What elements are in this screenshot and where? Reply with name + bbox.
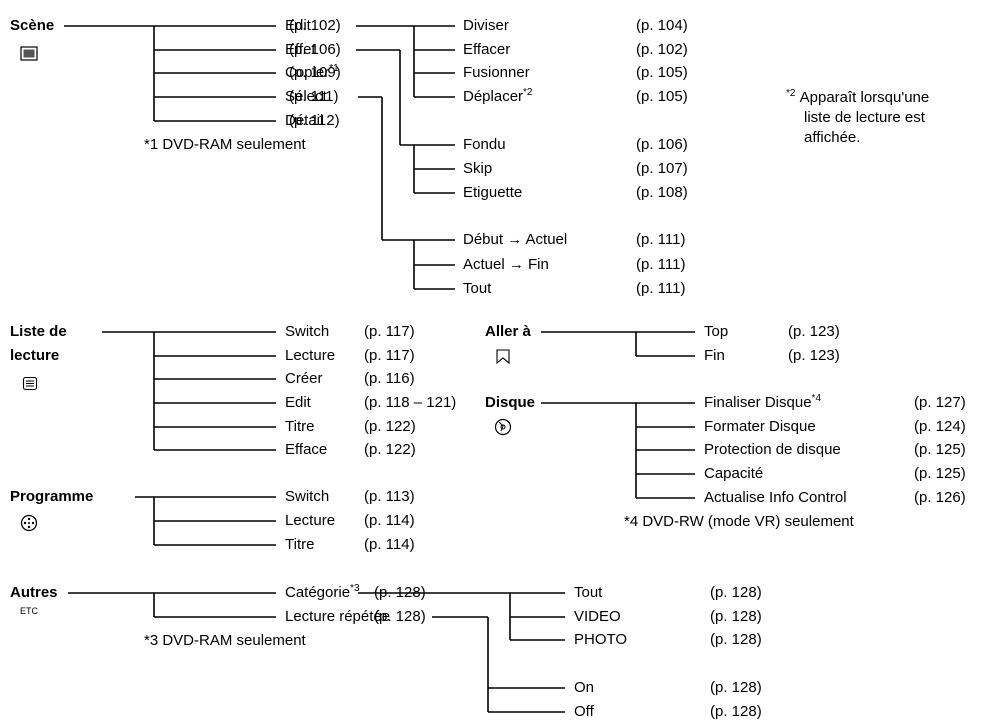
page-ref-detail: (p. 112): [289, 112, 340, 129]
scene-screen-icon: [20, 46, 38, 61]
menu-item-edit: Edit: [285, 394, 311, 411]
programme-icon: [20, 514, 38, 532]
menu-item-video: VIDEO: [574, 608, 621, 625]
menu-item-edit: Edit: [285, 17, 311, 34]
page-ref: (p. 127): [914, 394, 966, 411]
menu-item-lecture-repetee: Lecture répétée: [285, 608, 391, 625]
page-ref-etiguette: (p. 108): [636, 184, 688, 201]
page-ref: (p. 128): [710, 584, 762, 601]
menu-item-off: Off: [574, 703, 594, 720]
programme-title: Programme: [10, 488, 94, 505]
liste-title-line1: Liste de: [10, 323, 67, 340]
menu-item-effet: Effet: [285, 41, 316, 58]
page-ref-diviser: (p. 104): [636, 17, 688, 34]
page-ref-actuel-fin: (p. 111): [636, 256, 686, 273]
menu-item-detail: Détail: [285, 112, 324, 129]
menu-item-categorie: Catégorie*3: [285, 583, 360, 602]
playlist-icon: [22, 376, 38, 391]
menu-item-actualise-info-control: Actualise Info Control: [704, 489, 847, 506]
menu-item-titre: Titre: [285, 536, 315, 553]
page-ref-copier: (p. 109): [289, 64, 341, 81]
page-ref-edit: (p. 102): [289, 17, 341, 34]
page-ref-select: (p. 111): [289, 88, 339, 105]
menu-item-switch: Switch: [285, 323, 330, 340]
page-ref: (p. 123): [788, 323, 840, 340]
menu-item-lecture: Lecture: [285, 512, 336, 529]
page-ref: (p. 116): [364, 370, 415, 387]
page-ref-deplacer: (p. 105): [636, 88, 688, 105]
menu-item-select: Sélect: [285, 88, 327, 105]
disque-title: Disque: [485, 394, 536, 411]
page-ref: (p. 114): [364, 512, 415, 529]
menu-item-capacite: Capacité: [704, 465, 764, 482]
page-ref-skip: (p. 107): [636, 160, 688, 177]
page-ref: (p. 128): [710, 703, 762, 720]
page-ref: (p. 123): [788, 347, 840, 364]
page-ref: (p. 122): [364, 441, 416, 458]
menu-item-titre: Titre: [285, 418, 315, 435]
page-ref: (p. 117): [364, 323, 415, 340]
goto-flag-icon: [496, 349, 510, 365]
menu-item-top: Top: [704, 323, 729, 340]
menu-item-effacer: Effacer: [463, 41, 511, 58]
footnote-2: *2 Apparaît lorsqu'une liste de lecture …: [786, 88, 930, 147]
page-ref: (p. 113): [364, 488, 415, 505]
menu-item-on: On: [574, 679, 595, 696]
menu-item-creer: Créer: [285, 370, 323, 387]
menu-item-lecture: Lecture: [285, 347, 336, 364]
page-ref: (p. 128): [374, 608, 426, 625]
footnote-1: *1 DVD-RAM seulement: [144, 136, 306, 153]
menu-item-fin: Fin: [704, 347, 725, 364]
menu-item-actuel-fin: Actuel → Fin: [463, 256, 549, 273]
menu-item-efface: Efface: [285, 441, 328, 458]
page-ref-effacer: (p. 102): [636, 41, 688, 58]
page-ref: (p. 114): [364, 536, 415, 553]
page-ref: (p. 118 – 121): [364, 394, 457, 411]
page-ref: (p. 128): [710, 679, 762, 696]
autres-title: Autres: [10, 584, 58, 601]
page-ref: (p. 124): [914, 418, 966, 435]
menu-item-skip: Skip: [463, 160, 493, 177]
page-ref: (p. 126): [914, 489, 966, 506]
page-ref-fusionner: (p. 105): [636, 64, 688, 81]
menu-item-debut-actuel: Début → Actuel: [463, 231, 568, 248]
page-ref-fondu: (p. 106): [636, 136, 688, 153]
menu-item-photo: PHOTO: [574, 631, 628, 648]
page-ref: (p. 125): [914, 465, 966, 482]
scene-title: Scène: [10, 17, 55, 34]
menu-item-fondu: Fondu: [463, 136, 506, 153]
menu-item-fusionner: Fusionner: [463, 64, 530, 81]
menu-item-formater-disque: Formater Disque: [704, 418, 816, 435]
page-ref: (p. 122): [364, 418, 416, 435]
footnote-3: *3 DVD-RAM seulement: [144, 632, 306, 649]
footnote-4: *4 DVD-RW (mode VR) seulement: [624, 513, 854, 530]
disc-icon: [494, 418, 512, 436]
page-ref-tout: (p. 111): [636, 280, 686, 297]
aller-title: Aller à: [485, 323, 531, 340]
menu-item-finaliser-disque: Finaliser Disque*4: [704, 393, 821, 412]
menu-item-copier: Copier*1: [285, 63, 339, 82]
menu-item-switch: Switch: [285, 488, 330, 505]
etc-icon: ETC: [20, 606, 38, 616]
page-ref-debut-actuel: (p. 111): [636, 231, 686, 248]
menu-item-tout: Tout: [574, 584, 603, 601]
page-ref: (p. 128): [710, 631, 762, 648]
page-ref-effet: (p. 106): [289, 41, 341, 58]
page-ref: (p. 117): [364, 347, 415, 364]
menu-item-deplacer: Déplacer*2: [463, 87, 533, 106]
menu-item-protection-disque: Protection de disque: [704, 441, 841, 458]
menu-item-diviser: Diviser: [463, 17, 509, 34]
liste-title-line2: lecture: [10, 347, 60, 364]
page-ref: (p. 125): [914, 441, 966, 458]
menu-item-etiguette: Etiguette: [463, 184, 523, 201]
page-ref: (p. 128): [374, 584, 426, 601]
menu-item-tout: Tout: [463, 280, 492, 297]
page-ref: (p. 128): [710, 608, 762, 625]
